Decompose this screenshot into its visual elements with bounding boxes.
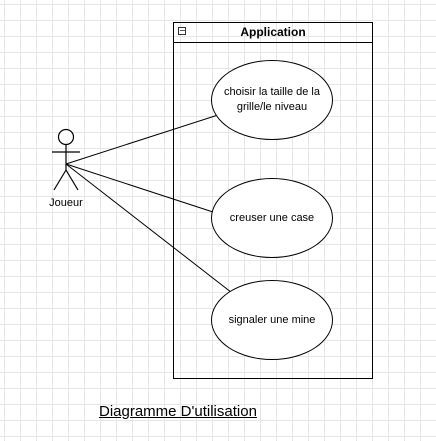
actor-label: Joueur [49, 197, 83, 209]
association-line-usecase-1 [65, 114, 219, 165]
stick-figure-icon[interactable] [50, 128, 82, 194]
usecase-choisir-taille[interactable]: choisir la taille de la grille/le niveau [211, 60, 333, 140]
usecase-signaler-mine[interactable]: signaler une mine [211, 280, 333, 360]
usecase-creuser-case[interactable]: creuser une case [211, 178, 333, 258]
system-title: Application [240, 25, 306, 39]
usecase-label: signaler une mine [228, 313, 316, 326]
usecase-label: choisir la taille de la grille/le niveau [224, 86, 320, 113]
association-line-usecase-3 [65, 163, 237, 297]
usecase-label: creuser une case [229, 211, 315, 224]
association-line-usecase-2 [65, 163, 214, 213]
system-boundary[interactable]: − Application [173, 22, 373, 379]
system-header: − Application [174, 23, 372, 43]
diagram-caption: Diagramme D'utilisation [99, 403, 257, 420]
collapse-icon[interactable]: − [178, 26, 186, 35]
